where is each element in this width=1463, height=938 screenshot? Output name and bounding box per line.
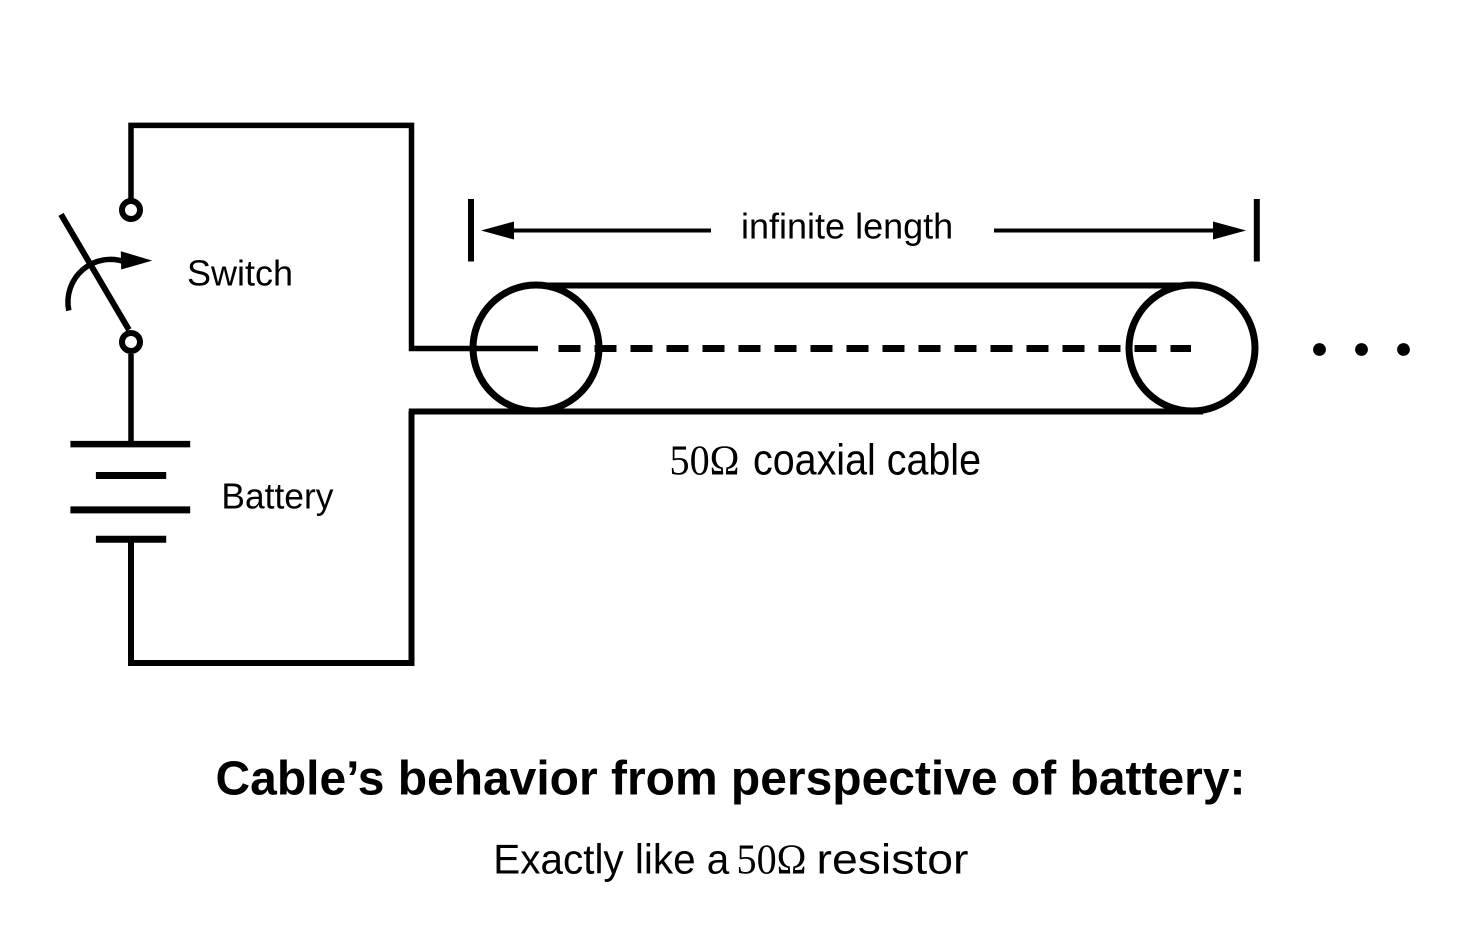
svg-text:Switch: Switch: [187, 253, 293, 294]
svg-text:resistor: resistor: [817, 836, 969, 883]
svg-text:Exactly like a: Exactly like a: [493, 836, 730, 883]
svg-text:50Ω: 50Ω: [670, 439, 740, 485]
svg-text:Battery: Battery: [221, 475, 333, 516]
svg-text:Cable’s behavior from perspect: Cable’s behavior from perspective of bat…: [216, 753, 1246, 806]
svg-text:infinite length: infinite length: [741, 206, 953, 247]
svg-text:coaxial cable: coaxial cable: [753, 436, 981, 485]
svg-text:50Ω: 50Ω: [737, 838, 807, 884]
